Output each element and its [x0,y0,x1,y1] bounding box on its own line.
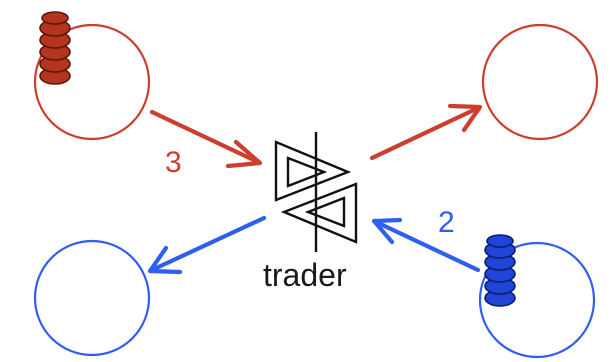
arc-red-in [149,109,263,169]
place-top-left [33,23,151,141]
transition-label: trader [263,257,347,293]
place-bottom-left [33,239,151,357]
arc-weight-red: 3 [165,146,182,179]
token-stack-red [39,11,71,85]
token-stack-blue [484,234,516,307]
arc-blue-out [147,215,267,275]
arc-weight-blue: 2 [438,206,455,239]
arc-blue-in [371,217,481,273]
place-bottom-right [478,241,596,359]
arc-red-out [369,103,483,161]
bowtie-exchange-icon [274,132,358,252]
place-top-right [481,23,599,141]
